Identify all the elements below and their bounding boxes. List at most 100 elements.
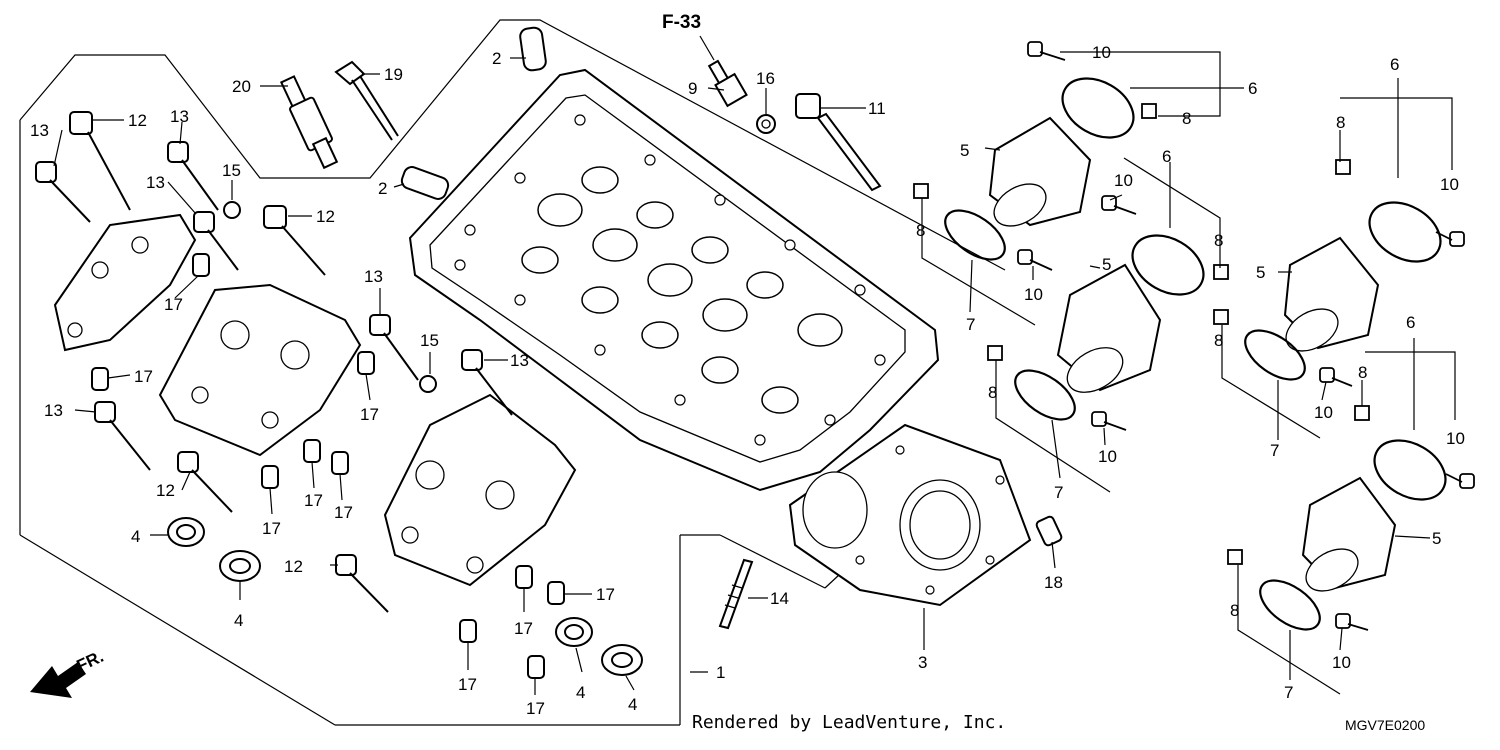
clamp-nut-group[interactable] — [913, 103, 1370, 565]
callout-9: 9 — [688, 79, 697, 98]
callout-7: 7 — [966, 315, 975, 334]
callout-13: 13 — [170, 107, 189, 126]
callout-13: 13 — [44, 401, 63, 420]
callout-15: 15 — [222, 161, 241, 180]
bolt-12-lower-left[interactable] — [177, 451, 233, 513]
callout-8: 8 — [1214, 231, 1223, 250]
callout-8: 8 — [1230, 601, 1239, 620]
stud-bolt[interactable] — [718, 558, 754, 630]
callout-4: 4 — [234, 611, 243, 630]
intake-boot-4[interactable] — [1299, 476, 1397, 600]
callout-13: 13 — [146, 173, 165, 192]
camshaft-holder-middle[interactable] — [158, 283, 362, 457]
washer-15-lower[interactable] — [419, 375, 437, 393]
bolt-19[interactable] — [334, 60, 399, 141]
washer-15-upper[interactable] — [223, 201, 241, 219]
reference-label[interactable]: F-33 — [662, 12, 701, 33]
bolt-13-upper[interactable] — [167, 141, 219, 211]
callout-7: 7 — [1054, 483, 1063, 502]
callout-5: 5 — [1256, 263, 1265, 282]
cylinder-head-gasket[interactable] — [788, 423, 1032, 607]
intake-boot-3[interactable] — [1279, 236, 1380, 360]
callout-6: 6 — [1390, 55, 1399, 74]
callout-8: 8 — [1336, 113, 1345, 132]
callout-15: 15 — [420, 331, 439, 350]
callout-4: 4 — [576, 683, 585, 702]
callout-10: 10 — [1024, 285, 1043, 304]
callout-10: 10 — [1314, 403, 1333, 422]
callout-12: 12 — [156, 481, 175, 500]
callout-8: 8 — [916, 221, 925, 240]
callout-8: 8 — [1214, 331, 1223, 350]
bolt-12-mid[interactable] — [263, 205, 326, 276]
callout-17: 17 — [164, 295, 183, 314]
bolt-13-lower-left[interactable] — [94, 401, 151, 471]
callout-8: 8 — [1182, 109, 1191, 128]
dowel-pin-18[interactable] — [1035, 515, 1063, 547]
callout-4: 4 — [131, 527, 140, 546]
callout-12: 12 — [128, 111, 147, 130]
callout-17: 17 — [458, 675, 477, 694]
callout-10: 10 — [1114, 171, 1133, 190]
bolt-11[interactable] — [795, 93, 882, 192]
callout-13: 13 — [510, 351, 529, 370]
bolt-13-top-left[interactable] — [35, 161, 91, 223]
callout-10: 10 — [1098, 447, 1117, 466]
callout-1: 1 — [716, 663, 725, 682]
assembly-boundary — [19, 19, 1006, 726]
callout-17: 17 — [262, 519, 281, 538]
callout-13: 13 — [364, 267, 383, 286]
callout-12: 12 — [284, 557, 303, 576]
callout-7: 7 — [1284, 683, 1293, 702]
callout-10: 10 — [1092, 43, 1111, 62]
bolt-12-bottom[interactable] — [335, 554, 389, 613]
camshaft-holder-lower[interactable] — [383, 393, 577, 587]
hose-clamp-group[interactable] — [937, 66, 1456, 639]
bolt-12-top[interactable] — [69, 111, 131, 211]
callout-labels: 1 2 2 3 4 4 4 4 5 5 5 5 6 6 6 6 7 7 7 7 … — [30, 43, 1465, 718]
bolt-13-center[interactable] — [369, 314, 419, 381]
callout-4: 4 — [628, 695, 637, 714]
callout-16: 16 — [756, 69, 775, 88]
intake-boot-2[interactable] — [1056, 263, 1162, 401]
clamp-bolt-group[interactable] — [1017, 41, 1475, 631]
diagram-code: MGV7E0200 — [1345, 717, 1426, 733]
cylinder-head[interactable] — [408, 68, 940, 492]
callout-14: 14 — [770, 589, 789, 608]
callout-5: 5 — [1102, 255, 1111, 274]
dowel-pin-lower[interactable] — [400, 165, 451, 201]
seal-4-group[interactable] — [167, 517, 643, 676]
callout-5: 5 — [960, 141, 969, 160]
callout-8: 8 — [988, 383, 997, 402]
callout-6: 6 — [1248, 79, 1257, 98]
callout-8: 8 — [1358, 363, 1367, 382]
callout-2: 2 — [378, 179, 387, 198]
bolt-13-mid[interactable] — [193, 211, 239, 271]
callout-19: 19 — [384, 65, 403, 84]
callout-6: 6 — [1162, 147, 1171, 166]
temperature-sensor[interactable] — [707, 59, 748, 108]
intake-boot-1[interactable] — [987, 116, 1092, 235]
callout-18: 18 — [1044, 573, 1063, 592]
leader-lines — [53, 35, 1456, 695]
callout-20: 20 — [232, 77, 251, 96]
dowel-pin-upper[interactable] — [519, 26, 547, 72]
callout-17: 17 — [304, 491, 323, 510]
callout-7: 7 — [1270, 441, 1279, 460]
callout-17: 17 — [360, 405, 379, 424]
callout-10: 10 — [1446, 429, 1465, 448]
sealing-washer-16[interactable] — [756, 114, 776, 134]
front-arrow-icon — [30, 662, 86, 698]
spark-plug[interactable] — [279, 75, 339, 170]
callout-3: 3 — [918, 653, 927, 672]
callout-5: 5 — [1432, 529, 1441, 548]
callout-10: 10 — [1440, 175, 1459, 194]
callout-17: 17 — [514, 619, 533, 638]
callout-11: 11 — [868, 99, 886, 118]
callout-17: 17 — [334, 503, 353, 522]
bolt-13-right[interactable] — [461, 349, 513, 416]
callout-2: 2 — [492, 49, 501, 68]
callout-17: 17 — [526, 699, 545, 718]
camshaft-holder-upper[interactable] — [53, 213, 197, 352]
